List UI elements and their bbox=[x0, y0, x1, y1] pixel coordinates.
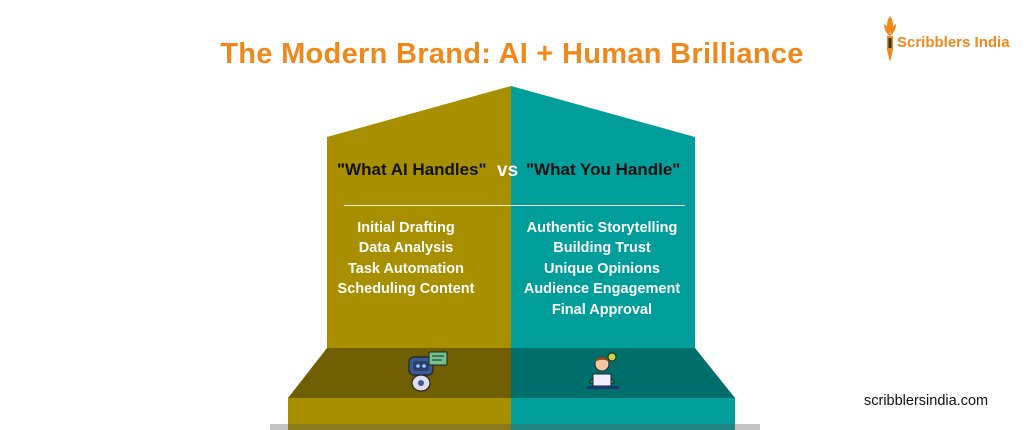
human-list: Authentic Storytelling Building Trust Un… bbox=[504, 218, 700, 320]
ai-list: Initial Drafting Data Analysis Task Auto… bbox=[287, 218, 525, 300]
page-title: The Modern Brand: AI + Human Brilliance bbox=[220, 38, 804, 70]
human-panel bbox=[511, 86, 695, 348]
list-item: Authentic Storytelling bbox=[526, 220, 678, 236]
human-base-step bbox=[511, 348, 735, 398]
logo-text: Scribblers India bbox=[897, 34, 1010, 51]
person-laptop-icon bbox=[587, 352, 619, 389]
list-item: Final Approval bbox=[551, 301, 653, 318]
list-item: Building Trust bbox=[553, 240, 651, 257]
pen-wheat-logo-icon bbox=[884, 16, 896, 62]
list-item: Unique Opinions bbox=[544, 260, 660, 277]
list-item: Initial Drafting bbox=[357, 220, 455, 236]
ai-base-front bbox=[288, 398, 511, 430]
vs-label: vs bbox=[497, 160, 519, 181]
ai-panel bbox=[327, 86, 511, 348]
list-item: Audience Engagement bbox=[523, 281, 681, 298]
list-item: Scheduling Content bbox=[337, 281, 475, 298]
divider bbox=[344, 205, 685, 206]
list-item: Data Analysis bbox=[358, 240, 454, 257]
list-item: Task Automation bbox=[347, 260, 464, 277]
robot-chat-icon bbox=[408, 351, 448, 392]
human-base-front bbox=[511, 398, 735, 430]
ai-heading: "What AI Handles" bbox=[337, 160, 487, 179]
human-heading: "What You Handle" bbox=[526, 160, 681, 179]
ai-base-step bbox=[288, 348, 511, 398]
website-url: scribblersindia.com bbox=[864, 393, 989, 409]
